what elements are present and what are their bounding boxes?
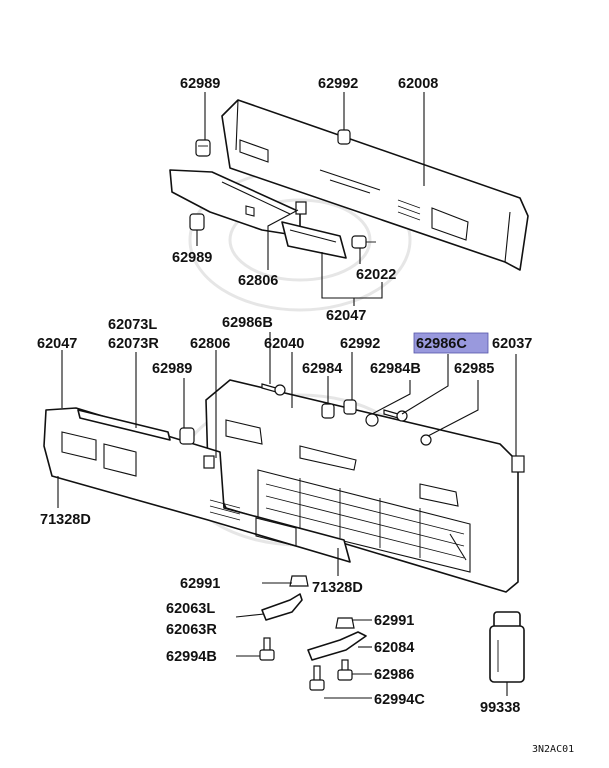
fastener-62984[interactable] bbox=[321, 403, 335, 419]
label-62994C[interactable]: 62994C bbox=[374, 692, 425, 708]
label-62985[interactable]: 62985 bbox=[454, 361, 494, 377]
bumper-face-62040[interactable] bbox=[205, 379, 519, 593]
bracket-62063[interactable] bbox=[261, 593, 303, 621]
fastener-62989-b[interactable] bbox=[189, 213, 205, 231]
label-62991-a[interactable]: 62991 bbox=[180, 576, 220, 592]
bolt-62994C[interactable] bbox=[309, 665, 325, 691]
label-62994B[interactable]: 62994B bbox=[166, 649, 217, 665]
bolt-62994B[interactable] bbox=[259, 637, 275, 661]
label-62022[interactable]: 62022 bbox=[356, 267, 396, 283]
fastener-62985[interactable] bbox=[420, 434, 432, 446]
label-62073R[interactable]: 62073R bbox=[108, 336, 159, 352]
nut-62991-a[interactable] bbox=[289, 575, 309, 587]
label-62986B[interactable]: 62986B bbox=[222, 315, 273, 331]
fastener-62989-c[interactable] bbox=[179, 427, 195, 445]
label-62047-a[interactable]: 62047 bbox=[326, 308, 366, 324]
highlight-62986C bbox=[413, 332, 489, 354]
moulding-62073[interactable] bbox=[77, 409, 171, 441]
label-62989-c[interactable]: 62989 bbox=[152, 361, 192, 377]
label-62040[interactable]: 62040 bbox=[264, 336, 304, 352]
label-62992-a[interactable]: 62992 bbox=[318, 76, 358, 92]
label-62984[interactable]: 62984 bbox=[302, 361, 342, 377]
screw-62986B[interactable] bbox=[261, 383, 286, 396]
label-62073L[interactable]: 62073L bbox=[108, 317, 157, 333]
bolt-62022[interactable] bbox=[351, 235, 376, 249]
nut-62991-b[interactable] bbox=[335, 617, 355, 629]
pad-62047-upper[interactable] bbox=[281, 221, 347, 259]
label-71328D-b[interactable]: 71328D bbox=[312, 580, 363, 596]
washer-62984B[interactable] bbox=[365, 413, 379, 427]
paint-bottle-99338[interactable] bbox=[489, 611, 525, 683]
label-62806-a[interactable]: 62806 bbox=[238, 273, 278, 289]
label-62986C[interactable]: 62986C bbox=[416, 336, 467, 352]
leader-lines bbox=[57, 92, 517, 699]
fastener-62989-a[interactable] bbox=[195, 139, 211, 157]
label-62008[interactable]: 62008 bbox=[398, 76, 438, 92]
bolt-62986[interactable] bbox=[337, 659, 353, 681]
diagram-code: 3N2AC01 bbox=[532, 744, 574, 755]
fastener-62992-a[interactable] bbox=[337, 129, 351, 145]
clip-62806-upper[interactable] bbox=[295, 201, 307, 215]
label-62991-b[interactable]: 62991 bbox=[374, 613, 414, 629]
label-62992-b[interactable]: 62992 bbox=[340, 336, 380, 352]
label-62047-b[interactable]: 62047 bbox=[37, 336, 77, 352]
label-62989-b[interactable]: 62989 bbox=[172, 250, 212, 266]
part-labels: 62989 62992 62008 62989 62806 62022 6204… bbox=[37, 76, 574, 755]
bracket-62084[interactable] bbox=[307, 631, 367, 661]
screw-62986C[interactable] bbox=[383, 409, 408, 422]
label-62989-a[interactable]: 62989 bbox=[180, 76, 220, 92]
side-piece-62806-upper[interactable] bbox=[169, 169, 301, 237]
label-62084[interactable]: 62084 bbox=[374, 640, 414, 656]
clip-62806-lower[interactable] bbox=[203, 455, 215, 469]
clip-62037[interactable] bbox=[511, 455, 525, 473]
fastener-62992-b[interactable] bbox=[343, 399, 357, 415]
label-62063L[interactable]: 62063L bbox=[166, 601, 215, 617]
label-71328D-a[interactable]: 71328D bbox=[40, 512, 91, 528]
label-99338[interactable]: 99338 bbox=[480, 700, 520, 716]
label-62984B[interactable]: 62984B bbox=[370, 361, 421, 377]
label-62986[interactable]: 62986 bbox=[374, 667, 414, 683]
label-62806-b[interactable]: 62806 bbox=[190, 336, 230, 352]
label-62063R[interactable]: 62063R bbox=[166, 622, 217, 638]
label-62037[interactable]: 62037 bbox=[492, 336, 532, 352]
bumper-bar-62008[interactable] bbox=[221, 99, 529, 271]
